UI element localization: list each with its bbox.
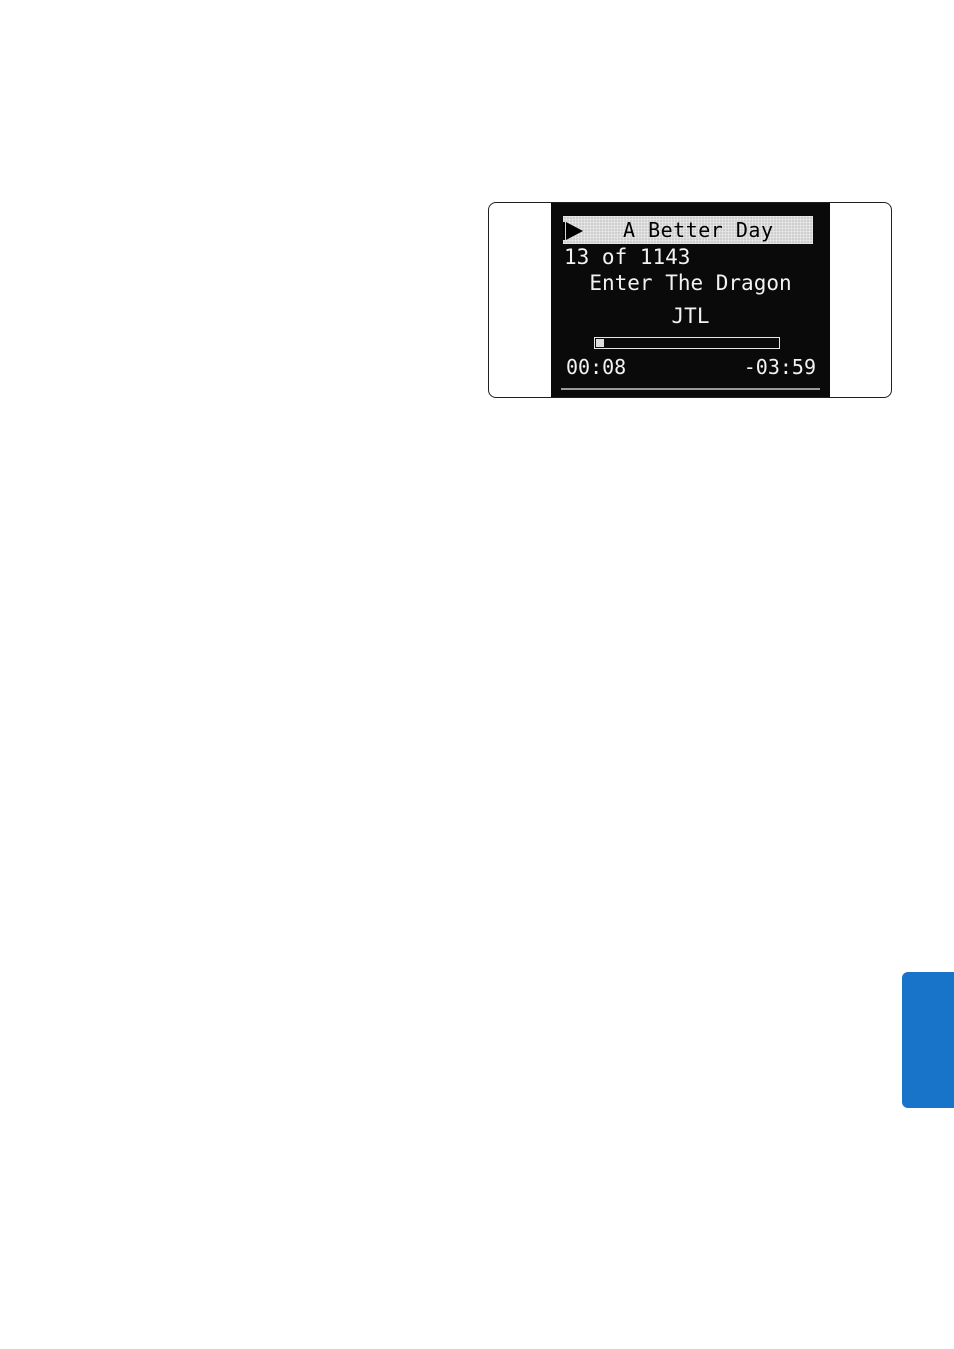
progress-bar — [594, 337, 780, 349]
track-counter: 13 of 1143 — [564, 245, 690, 269]
section-tab — [902, 972, 954, 1108]
artist-name: JTL — [551, 304, 830, 328]
song-title: A Better Day — [623, 216, 774, 244]
play-icon — [566, 222, 583, 240]
display-bottom-line — [561, 388, 820, 390]
player-display: A Better Day 13 of 1143 Enter The Dragon… — [551, 203, 830, 397]
album-name: Enter The Dragon — [551, 271, 830, 295]
progress-bar-fill — [596, 339, 604, 347]
remaining-time: -03:59 — [744, 355, 816, 379]
elapsed-time: 00:08 — [566, 355, 626, 379]
now-playing-title-bar: A Better Day — [563, 216, 813, 244]
